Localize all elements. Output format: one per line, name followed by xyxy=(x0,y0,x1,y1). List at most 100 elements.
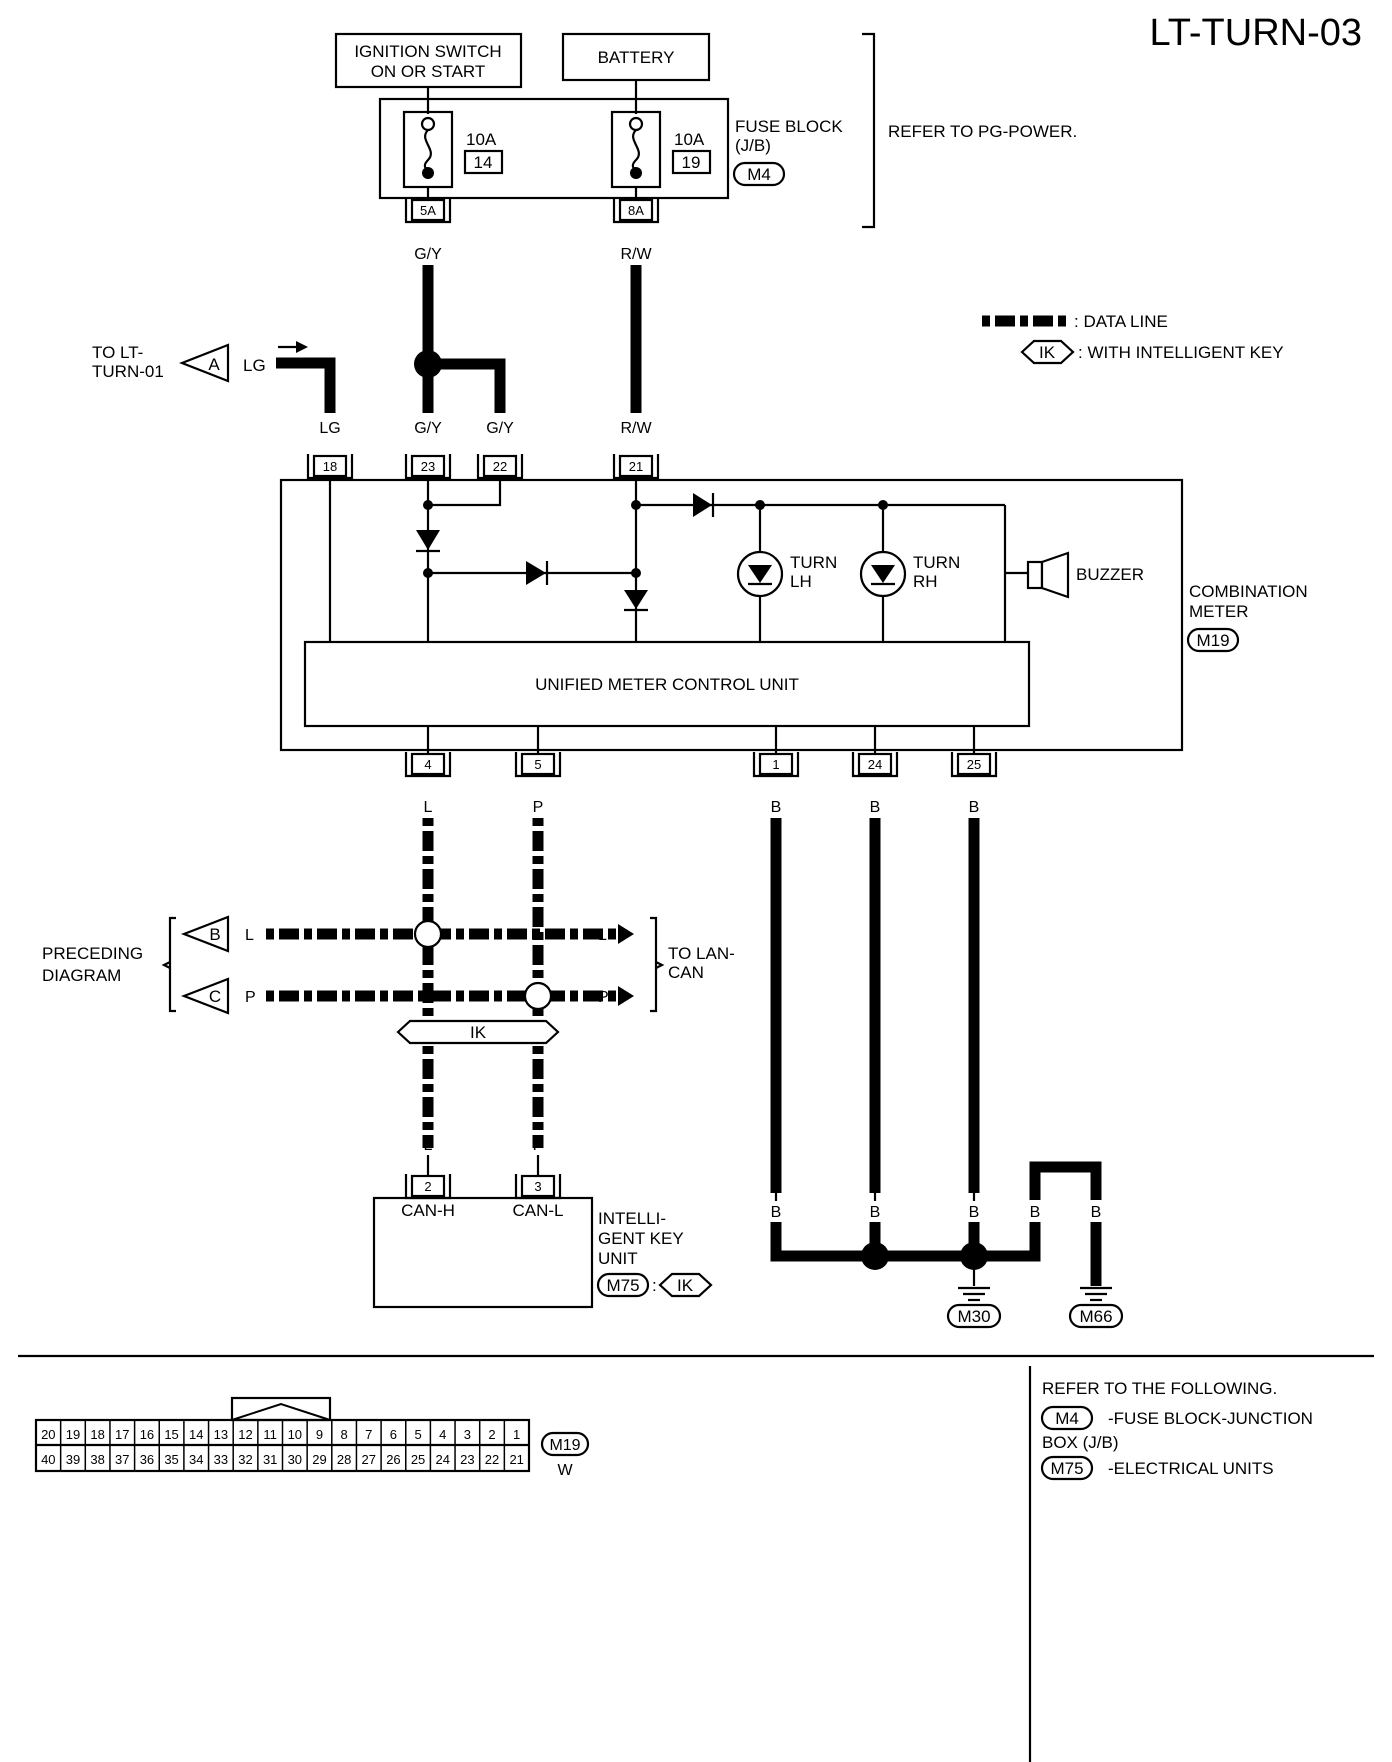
face-cell-pin: 40 xyxy=(41,1452,55,1467)
meter-pin-4: 4 xyxy=(424,757,431,772)
refer-item2-text: -ELECTRICAL UNITS xyxy=(1108,1459,1274,1478)
face-cell-pin: 15 xyxy=(164,1427,178,1442)
face-cell-pin: 38 xyxy=(90,1452,104,1467)
fuse-14-num: 14 xyxy=(474,153,493,172)
to-lan-can: TO LAN- xyxy=(668,944,735,963)
wire-b-24-low: B xyxy=(870,1204,881,1221)
meter-title-2: METER xyxy=(1189,602,1249,621)
face-cell-pin: 36 xyxy=(140,1452,154,1467)
refer-title: REFER TO THE FOLLOWING. xyxy=(1042,1379,1277,1398)
face-cell-pin: 24 xyxy=(435,1452,449,1467)
refer-item1-text: -FUSE BLOCK-JUNCTION xyxy=(1108,1409,1313,1428)
to-lt-turn-01-2: TURN-01 xyxy=(92,362,164,381)
face-cell-pin: 33 xyxy=(214,1452,228,1467)
face-cell-pin: 35 xyxy=(164,1452,178,1467)
face-cell-pin: 4 xyxy=(439,1427,446,1442)
battery-label: BATTERY xyxy=(598,48,675,67)
wire-p-meter: P xyxy=(533,799,544,816)
terminal-8a: 8A xyxy=(628,203,644,218)
refer-pg-power: REFER TO PG-POWER. xyxy=(888,122,1077,141)
meter-pin-22: 22 xyxy=(493,459,507,474)
preceding-label: PRECEDING xyxy=(42,944,143,963)
face-cell-pin: 34 xyxy=(189,1452,203,1467)
wire-b-24: B xyxy=(870,799,881,816)
turn-rh-label: TURN xyxy=(913,553,960,572)
face-cell-pin: 27 xyxy=(362,1452,376,1467)
wire-l-lan: L xyxy=(598,927,607,944)
meter-pin-21: 21 xyxy=(629,459,643,474)
face-cell-pin: 25 xyxy=(411,1452,425,1467)
meter-pin-24: 24 xyxy=(868,757,882,772)
meter-pin-18: 18 xyxy=(323,459,337,474)
ik-bar-label: IK xyxy=(470,1023,487,1042)
intelligent-key-unit: CAN-H CAN-L xyxy=(372,1196,594,1309)
wire-l-meter: L xyxy=(424,799,433,816)
wire-b-1: B xyxy=(771,799,782,816)
face-cell-pin: 5 xyxy=(414,1427,421,1442)
meter-connector: M19 xyxy=(1196,631,1229,650)
fuse-block: 10A 14 10A 19 FUSE BLOCK (J/B) M4 xyxy=(378,80,843,200)
ik-pin-2: 2 xyxy=(424,1179,431,1194)
face-cell-pin: 6 xyxy=(390,1427,397,1442)
meter-pin-23: 23 xyxy=(421,459,435,474)
ground-m30: M30 xyxy=(946,1286,1002,1329)
terminal-5a: 5A xyxy=(420,203,436,218)
face-cell-pin: 8 xyxy=(341,1427,348,1442)
fuse-block-subtitle: (J/B) xyxy=(735,136,771,155)
to-lt-turn-01-1: TO LT- xyxy=(92,343,143,362)
fuse-block-title: FUSE BLOCK xyxy=(735,117,843,136)
wire-b-1-low: B xyxy=(771,1204,782,1221)
meter-title: COMBINATION xyxy=(1189,582,1308,601)
wire-b-4: B xyxy=(1030,1204,1041,1221)
wire-p-ik: P xyxy=(533,1137,544,1154)
legend-with-ik: : WITH INTELLIGENT KEY xyxy=(1078,343,1284,362)
face-cell-pin: 13 xyxy=(214,1427,228,1442)
off-page-b: B xyxy=(209,925,220,944)
wire-b-25: B xyxy=(969,799,980,816)
wire-l-b: L xyxy=(245,927,254,944)
wire-rw-top: R/W xyxy=(620,246,652,263)
buzzer-label: BUZZER xyxy=(1076,565,1144,584)
face-connector-id: M19 xyxy=(549,1437,580,1454)
face-cell-pin: 39 xyxy=(66,1452,80,1467)
face-cell-pin: 11 xyxy=(263,1427,277,1442)
refer-item1-text2: BOX (J/B) xyxy=(1042,1433,1119,1452)
page-id: LT-TURN-03 xyxy=(1149,12,1362,54)
turn-rh-label-2: RH xyxy=(913,572,938,591)
ignition-label: IGNITION SWITCH xyxy=(354,42,501,61)
face-cell-pin: 10 xyxy=(288,1427,302,1442)
face-cell-pin: 7 xyxy=(365,1427,372,1442)
legend-data-line: : DATA LINE xyxy=(1074,312,1168,331)
can-h-label: CAN-H xyxy=(401,1201,455,1220)
face-cell-pin: 30 xyxy=(288,1452,302,1467)
face-cell-pin: 26 xyxy=(386,1452,400,1467)
wire-b-5: B xyxy=(1091,1204,1102,1221)
wire-b-25-low: B xyxy=(969,1204,980,1221)
ignition-label-2: ON OR START xyxy=(371,62,486,81)
wire-p-lan: P xyxy=(598,989,609,1006)
wire-lg-offpage: LG xyxy=(243,356,266,375)
face-cell-pin: 31 xyxy=(263,1452,277,1467)
wire-lg-18: LG xyxy=(319,420,340,437)
combination-meter: 18 23 22 21 TURN LH xyxy=(279,452,1308,778)
svg-text::: : xyxy=(652,1276,657,1295)
face-cell-pin: 18 xyxy=(90,1427,104,1442)
turn-lh-label-2: LH xyxy=(790,572,812,591)
control-unit-label: UNIFIED METER CONTROL UNIT xyxy=(535,675,799,694)
wire-p-c: P xyxy=(245,989,256,1006)
face-cell-pin: 37 xyxy=(115,1452,129,1467)
legend: : DATA LINE IK : WITH INTELLIGENT KEY xyxy=(982,312,1284,365)
ignition-switch-box: IGNITION SWITCH ON OR START xyxy=(334,32,523,89)
legend-ik-tag: IK xyxy=(1039,343,1056,362)
fuse-19-num: 19 xyxy=(682,153,701,172)
turn-lh-label: TURN xyxy=(790,553,837,572)
face-cell-pin: 9 xyxy=(316,1427,323,1442)
ground-m66-label: M66 xyxy=(1079,1307,1112,1326)
face-cell-pin: 12 xyxy=(238,1427,252,1442)
meter-pin-5: 5 xyxy=(534,757,541,772)
face-connector-color: W xyxy=(557,1462,573,1479)
face-cell-pin: 28 xyxy=(337,1452,351,1467)
ground-m66: M66 xyxy=(1068,1286,1124,1329)
face-cell-pin: 23 xyxy=(460,1452,474,1467)
